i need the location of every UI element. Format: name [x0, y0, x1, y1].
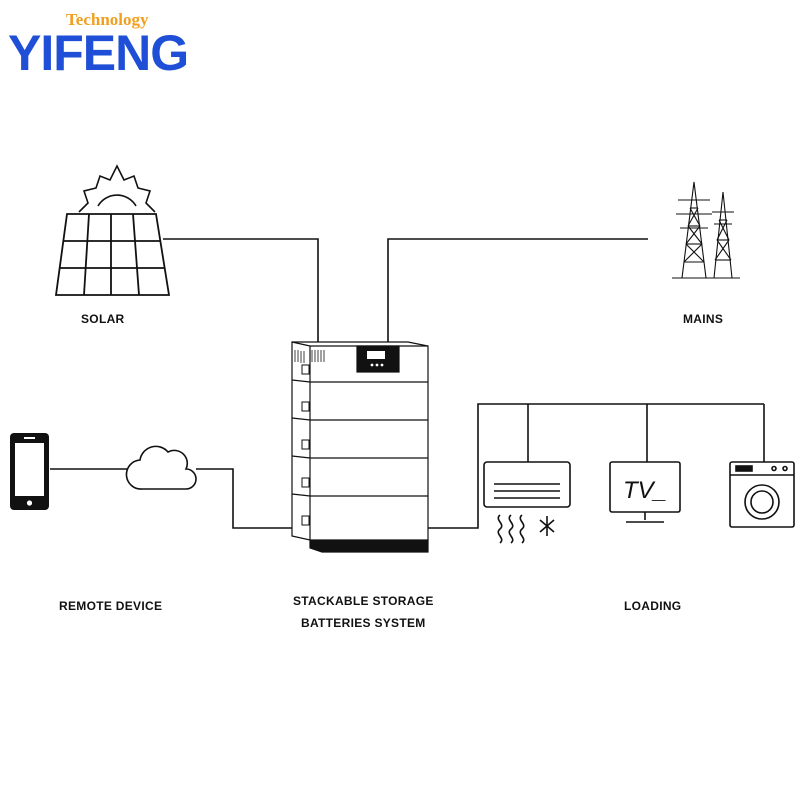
power-tower-icon [672, 181, 740, 279]
solar-connection-line [163, 238, 319, 342]
air-conditioner-icon [483, 461, 571, 544]
mains-label: MAINS [683, 312, 724, 326]
cloud-icon [125, 445, 197, 490]
battery-label-line2: BATTERIES SYSTEM [301, 616, 426, 630]
solar-label: SOLAR [81, 312, 125, 326]
battery-stack-icon [291, 341, 429, 553]
battery-label-line1: STACKABLE STORAGE [293, 594, 434, 608]
cloud-to-battery-line [196, 468, 292, 529]
solar-panel-icon [54, 213, 171, 296]
smartphone-icon [10, 433, 49, 510]
loading-label: LOADING [624, 599, 682, 613]
mains-connection-line [387, 238, 648, 342]
washing-machine-icon [729, 461, 795, 528]
tv-icon [609, 461, 681, 523]
load-connection-line [428, 403, 764, 529]
sun-icon [78, 164, 156, 213]
tv-label: TV_ [623, 477, 667, 504]
remote-device-label: REMOTE DEVICE [59, 599, 163, 613]
brand-name: YIFENG [8, 25, 189, 81]
brand-subtitle: Technology [66, 10, 149, 29]
